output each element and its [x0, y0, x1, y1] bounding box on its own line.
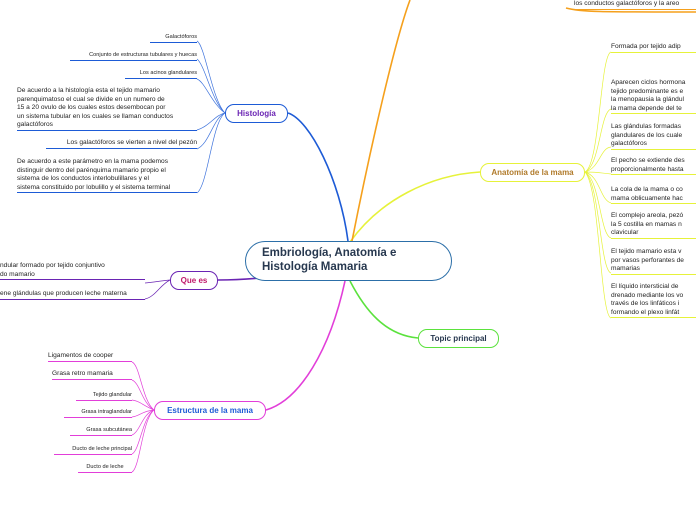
estructura-leaf-grasa-subcutanea[interactable]: Grasa subcutánea [70, 426, 132, 436]
que-es-leaf-glandulas[interactable]: ene glándulas que producen leche materna [0, 290, 145, 300]
histologia-leaf-tejido-parenquimatoso[interactable]: De acuerdo a la histología esta el tejid… [17, 87, 197, 131]
branch-anatomia[interactable]: Anatomía de la mama [480, 163, 585, 182]
histologia-leaf-parametro[interactable]: De acuerdo a este parámetro en la mama p… [17, 158, 197, 193]
anatomia-leaf-pecho[interactable]: El pecho se extiende des proporcionalmen… [611, 157, 696, 175]
histologia-leaf-acinos[interactable]: Los acinos glandulares [125, 69, 197, 79]
estructura-leaf-cooper[interactable]: Ligamentos de cooper [48, 352, 132, 362]
anatomia-leaf-cola[interactable]: La cola de la mama o co mama oblicuament… [611, 186, 696, 204]
estructura-leaf-ducto-principal[interactable]: Ducto de leche principal [54, 445, 132, 455]
que-es-leaf-tejido[interactable]: ndular formado por tejido conjuntivo do … [0, 262, 145, 280]
anatomia-leaf-tejido-adiposo[interactable]: Formada por tejido adip [611, 43, 696, 53]
branch-histologia[interactable]: Histología [225, 104, 288, 123]
estructura-leaf-tejido-glandular[interactable]: Tejido glandular [76, 391, 132, 401]
histologia-leaf-galactoforos-pezon[interactable]: Los galactóforos se vierten a nivel del … [46, 139, 197, 149]
branch-que-es[interactable]: Que es [170, 271, 218, 290]
branch-estructura[interactable]: Estructura de la mama [154, 401, 266, 420]
anatomia-leaf-liquido-intersticial[interactable]: El líquido intersticial de drenado media… [611, 283, 696, 318]
estructura-leaf-grasa-retro[interactable]: Grasa retro mamaria [52, 370, 132, 380]
anatomia-leaf-ciclos-hormonales[interactable]: Aparecen ciclos hormona tejido predomina… [611, 79, 696, 114]
estructura-leaf-grasa-intraglandular[interactable]: Grasa intraglandular [64, 408, 132, 418]
central-topic[interactable]: Embriología, Anatomía e Histología Mamar… [245, 241, 452, 281]
anatomia-leaf-tejido-mamario[interactable]: El tejido mamario esta v por vasos perfo… [611, 248, 696, 275]
top-branch-leaf[interactable]: los conductos galactóforos y la areo [574, 0, 696, 10]
estructura-leaf-ducto[interactable]: Ducto de leche [78, 463, 132, 473]
histologia-leaf-estructuras-tubulares[interactable]: Conjunto de estructuras tubulares y huec… [70, 51, 197, 61]
histologia-leaf-galactoforos[interactable]: Galactóforos [150, 33, 197, 43]
anatomia-leaf-glandulas[interactable]: Las glándulas formadas glandulares de lo… [611, 123, 696, 150]
branch-topic-principal[interactable]: Topic principal [418, 329, 499, 348]
anatomia-leaf-areola[interactable]: El complejo areola, pezó la 5 costilla e… [611, 212, 696, 239]
